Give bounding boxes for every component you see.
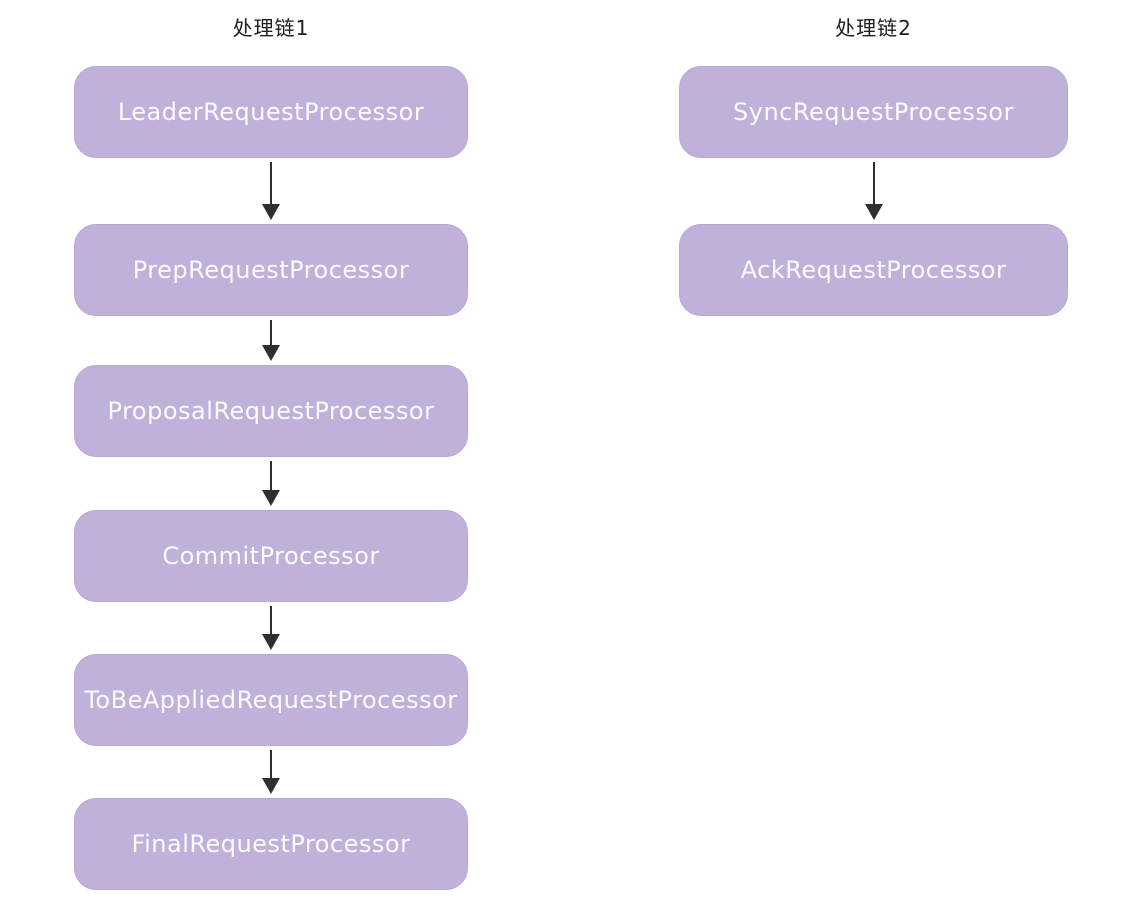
arrow-down-icon — [262, 490, 280, 506]
node-prep-request-processor: PrepRequestProcessor — [74, 224, 468, 316]
chain-1-stack: LeaderRequestProcessor PrepRequestProces… — [74, 66, 468, 890]
arrow-down-icon — [864, 204, 883, 220]
node-leader-request-processor: LeaderRequestProcessor — [74, 66, 468, 158]
arrow-line — [270, 750, 272, 778]
arrow-line — [270, 320, 272, 345]
flow-arrow — [74, 457, 468, 510]
arrow-down-icon — [262, 345, 280, 361]
flow-arrow — [74, 746, 468, 798]
node-ack-request-processor: AckRequestProcessor — [679, 224, 1068, 316]
arrow-down-icon — [262, 778, 280, 794]
node-sync-request-processor: SyncRequestProcessor — [679, 66, 1068, 158]
chain-1-title: 处理链1 — [232, 16, 310, 40]
node-final-request-processor: FinalRequestProcessor — [74, 798, 468, 890]
arrow-line — [270, 606, 272, 634]
arrow-line — [270, 162, 272, 204]
chain-1: 处理链1 LeaderRequestProcessor PrepRequestP… — [74, 0, 468, 901]
node-commit-processor: CommitProcessor — [74, 510, 468, 602]
flow-arrow — [74, 158, 468, 224]
flow-arrow — [679, 158, 1068, 224]
arrow-down-icon — [262, 634, 280, 650]
arrow-down-icon — [262, 204, 280, 220]
chain-2: 处理链2 SyncRequestProcessor AckRequestProc… — [679, 0, 1068, 901]
node-to-be-applied-request-processor: ToBeAppliedRequestProcessor — [74, 654, 468, 746]
arrow-line — [872, 162, 875, 204]
node-proposal-request-processor: ProposalRequestProcessor — [74, 365, 468, 457]
arrow-line — [270, 461, 272, 490]
chain-2-stack: SyncRequestProcessor AckRequestProcessor — [679, 66, 1068, 316]
flow-arrow — [74, 602, 468, 654]
chain-2-title: 处理链2 — [835, 16, 912, 40]
flow-arrow — [74, 316, 468, 365]
